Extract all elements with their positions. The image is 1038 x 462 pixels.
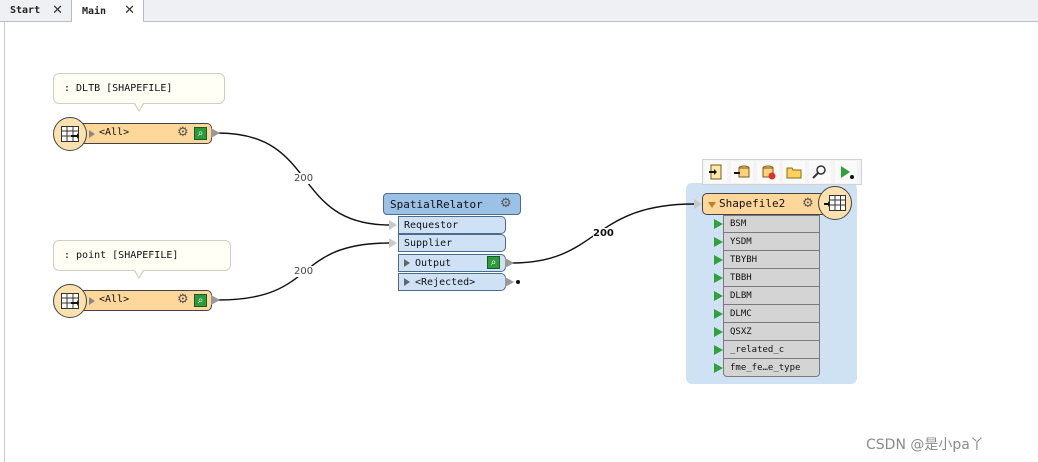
reader-point[interactable]: <All> ⚙ ⌕ [72, 290, 212, 311]
output-port-label: Output [415, 257, 452, 269]
tab-start[interactable]: Start ✕ [0, 0, 72, 21]
annotation-pointer [134, 103, 144, 112]
insert-feature-type-icon[interactable] [731, 161, 753, 183]
output-port-arrow[interactable] [505, 277, 514, 287]
tab-start-label: Start [10, 5, 41, 16]
output-port-output[interactable]: Output ⌕ [398, 254, 506, 272]
gear-icon[interactable]: ⚙ [802, 196, 814, 211]
table-reader-icon [53, 284, 87, 318]
output-port-label: <Rejected> [415, 276, 476, 288]
expand-triangle-icon[interactable] [89, 297, 95, 305]
connection-count: 200 [294, 266, 314, 277]
output-port-arrow[interactable] [211, 295, 220, 305]
expand-triangle-icon[interactable] [89, 130, 95, 138]
attribute-input-arrow[interactable] [714, 363, 723, 373]
attribute-input-arrow[interactable] [714, 273, 723, 283]
reader-port-label: <All> [99, 127, 130, 138]
attribute-input-arrow[interactable] [714, 345, 723, 355]
connection-count: 200 [294, 173, 314, 184]
expand-triangle-icon[interactable] [404, 278, 410, 286]
input-port-requestor[interactable]: Requestor [398, 216, 506, 234]
writer-attribute[interactable]: QSXZ [723, 323, 820, 341]
attribute-input-arrow[interactable] [714, 237, 723, 247]
table-icon [61, 126, 79, 142]
input-port-arrow[interactable] [389, 220, 397, 230]
writer-attribute[interactable]: TBYBH [723, 251, 820, 269]
open-folder-icon[interactable] [783, 161, 805, 183]
writer-attribute[interactable]: YSDM [723, 233, 820, 251]
tab-main[interactable]: Main ✕ [72, 0, 144, 22]
gear-icon[interactable]: ⚙ [177, 292, 189, 307]
reader-annotation[interactable]: : DLTB [SHAPEFILE] [53, 73, 225, 104]
unconnected-port-dot [516, 280, 520, 284]
tab-main-label: Main [82, 5, 107, 17]
reader-port-label: <All> [99, 294, 130, 305]
attribute-input-arrow[interactable] [714, 291, 723, 301]
writer-shapefile2[interactable]: Shapefile2 ⚙ [702, 193, 832, 215]
writer-feature-type-icon[interactable] [705, 161, 727, 183]
input-port-arrow[interactable] [694, 199, 702, 209]
connection-count: 200 [593, 228, 614, 239]
inspect-icon[interactable] [809, 161, 831, 183]
writer-attribute[interactable]: DLMC [723, 305, 820, 323]
writer-toolbar [702, 159, 862, 185]
magnifier-icon[interactable]: ⌕ [194, 294, 207, 307]
remove-feature-type-icon[interactable] [757, 161, 779, 183]
writer-attribute[interactable]: BSM [723, 215, 820, 233]
input-port-supplier[interactable]: Supplier [398, 234, 506, 252]
writer-attribute[interactable]: _related_c [723, 341, 820, 359]
writer-attribute[interactable]: TBBH [723, 269, 820, 287]
transformer-name: SpatialRelator [390, 197, 483, 211]
close-icon[interactable]: ✕ [124, 3, 135, 18]
attribute-input-arrow[interactable] [714, 255, 723, 265]
transformer-spatialrelator[interactable]: SpatialRelator ⚙ [383, 193, 521, 215]
reader-dltb[interactable]: <All> ⚙ ⌕ [72, 123, 212, 144]
reader-annotation[interactable]: : point [SHAPEFILE] [53, 240, 231, 271]
output-port-arrow[interactable] [211, 128, 220, 138]
gear-icon[interactable]: ⚙ [500, 196, 512, 211]
magnifier-icon[interactable]: ⌕ [194, 127, 207, 140]
watermark: CSDN @是小pa丫 [866, 437, 984, 453]
annotation-pointer [134, 270, 144, 279]
magnifier-icon[interactable]: ⌕ [487, 256, 500, 269]
attribute-input-arrow[interactable] [714, 327, 723, 337]
table-reader-icon [53, 117, 87, 151]
output-port-arrow[interactable] [505, 258, 514, 268]
gear-icon[interactable]: ⚙ [177, 125, 189, 140]
input-port-arrow[interactable] [389, 238, 397, 248]
attribute-input-arrow[interactable] [714, 219, 723, 229]
run-to-writer-icon[interactable] [835, 161, 857, 183]
table-icon [61, 293, 79, 309]
workspace-canvas[interactable] [4, 22, 1038, 462]
output-port-rejected[interactable]: <Rejected> [398, 273, 506, 291]
attribute-input-arrow[interactable] [714, 309, 723, 319]
table-icon [824, 195, 846, 211]
writer-attribute[interactable]: fme_fe…e_type [723, 359, 820, 377]
expand-triangle-icon[interactable] [404, 259, 410, 267]
writer-attribute[interactable]: DLBM [723, 287, 820, 305]
tab-bar: Start ✕ Main ✕ [0, 0, 1038, 22]
close-icon[interactable]: ✕ [52, 3, 63, 18]
collapse-triangle-icon[interactable] [708, 202, 716, 208]
writer-name: Shapefile2 [719, 197, 786, 210]
table-writer-icon [818, 186, 852, 220]
